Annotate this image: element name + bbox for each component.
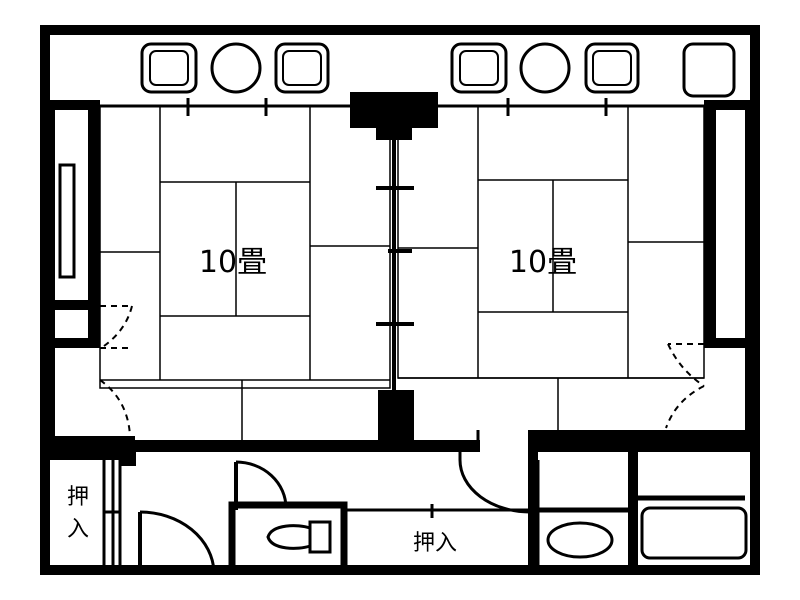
planter-3: [450, 42, 508, 94]
tatami-right: [397, 105, 705, 440]
bottom-wall: [45, 430, 755, 466]
round-planter-2: [519, 42, 571, 94]
closet-center-label: 押入: [413, 531, 457, 556]
center-pillar-top: [350, 92, 438, 140]
lower-structure: [102, 430, 748, 575]
center-pillar-bottom: [378, 390, 414, 442]
closet-left-label-line2: 入: [67, 517, 89, 542]
planter-4: [584, 42, 640, 94]
balcony-fixtures: [140, 42, 736, 98]
closet-left-label-line1: 押: [67, 485, 89, 510]
door-swings-side: [99, 305, 705, 437]
planter-1: [140, 42, 198, 94]
round-planter-1: [210, 42, 262, 94]
planter-2: [274, 42, 330, 94]
room-label-left: 10畳: [199, 245, 267, 280]
tatami-left: [99, 105, 391, 442]
sliding-partition: [376, 140, 414, 392]
left-wall-window: [58, 163, 76, 279]
outdoor-unit: [682, 42, 736, 98]
side-walls: [45, 100, 755, 445]
room-label-right: 10畳: [509, 245, 577, 280]
